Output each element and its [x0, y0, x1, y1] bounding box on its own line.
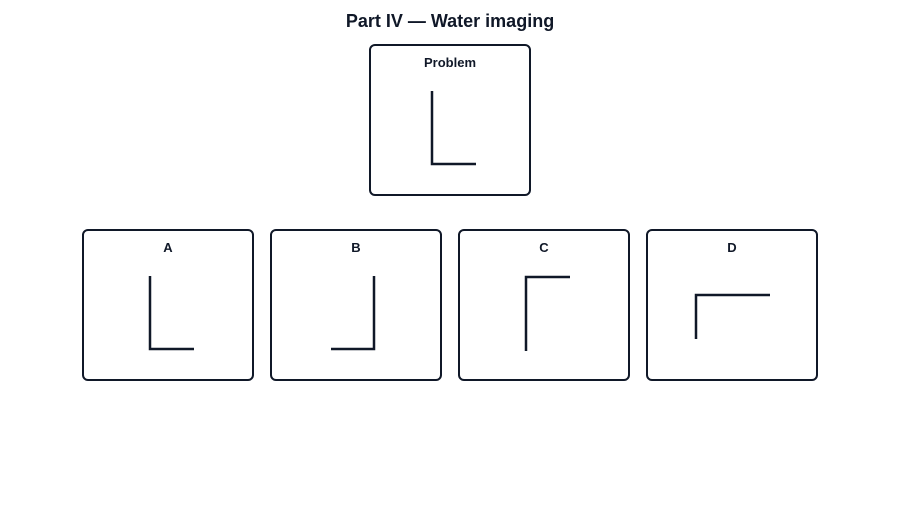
option-b-label: B	[351, 240, 361, 255]
option-c-shape	[524, 275, 570, 351]
option-d-shape	[694, 293, 770, 339]
problem-figure	[430, 91, 476, 166]
option-d-card[interactable]: D	[646, 229, 818, 381]
option-c-figure	[524, 275, 570, 351]
page-title: Part IV — Water imaging	[345, 11, 555, 31]
option-b-figure	[331, 276, 376, 351]
option-a-card[interactable]: A	[82, 229, 254, 381]
option-a-shape	[148, 276, 194, 351]
option-d-figure	[694, 293, 770, 339]
option-d-label: D	[727, 240, 737, 255]
option-b-shape	[331, 276, 376, 351]
problem-label: Problem	[423, 55, 476, 70]
option-c-label: C	[539, 240, 549, 255]
option-a-label: A	[163, 240, 173, 255]
option-a-figure	[148, 276, 194, 351]
option-b-card[interactable]: B	[270, 229, 442, 381]
problem-l-shape	[430, 91, 476, 166]
problem-card: Problem	[369, 44, 531, 196]
option-c-card[interactable]: C	[458, 229, 630, 381]
